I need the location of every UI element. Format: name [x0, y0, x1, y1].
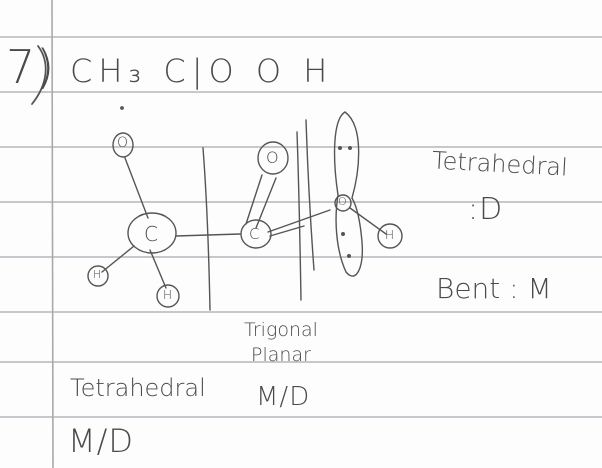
atom-label-h-right: H	[385, 228, 396, 242]
lewis-structure	[31, 45, 403, 311]
atom-c-mid-ring	[240, 219, 272, 249]
label-tetrahedral-right-result: :D	[468, 192, 504, 227]
bond-c-o-top	[124, 157, 149, 219]
oxygen-lone-pair-lobes	[333, 111, 363, 277]
label-bent-result: Bent : M	[436, 272, 552, 305]
label-tetrahedral-left: Tetrahedral	[70, 374, 206, 402]
label-trigonal-planar: Trigonal Planar	[244, 319, 318, 366]
atom-label-o-top: O	[117, 135, 130, 151]
atom-h-bottom-ring	[156, 284, 180, 308]
stray-dot	[120, 106, 124, 110]
atom-label-h-bottom: H	[163, 288, 174, 302]
problem-number: 7)	[6, 40, 56, 94]
atom-label-o-double: O	[266, 148, 280, 167]
bond-c-h-left	[101, 245, 135, 273]
atom-c-left-ring	[127, 212, 177, 254]
atom-o-right-ring	[334, 194, 352, 212]
margin-line	[51, 0, 54, 468]
atom-o-double-ring	[257, 141, 289, 175]
bond-o-h	[349, 207, 387, 235]
label-trigonal-planar-result: M/D	[256, 382, 311, 412]
divider-line-3	[305, 119, 315, 271]
atom-h-right-ring	[377, 223, 403, 249]
atom-label-c-left: C	[144, 222, 159, 246]
divider-line-1	[202, 147, 211, 311]
atom-label-o-right: O	[338, 195, 348, 208]
atom-label-c-mid: C	[249, 225, 261, 243]
molecule-formula: CH₃ C|O O H	[70, 52, 334, 90]
label-tetrahedral-left-result: M/D	[68, 422, 135, 460]
bond-c-h-bottom	[149, 249, 167, 289]
lone-pair-dots	[338, 146, 352, 258]
atom-label-h-left: H	[93, 268, 103, 281]
atom-o-top-ring	[112, 132, 134, 158]
number-parenthesis-stroke	[31, 45, 47, 105]
divider-line-2	[296, 131, 302, 301]
atom-h-left-ring	[87, 265, 109, 287]
